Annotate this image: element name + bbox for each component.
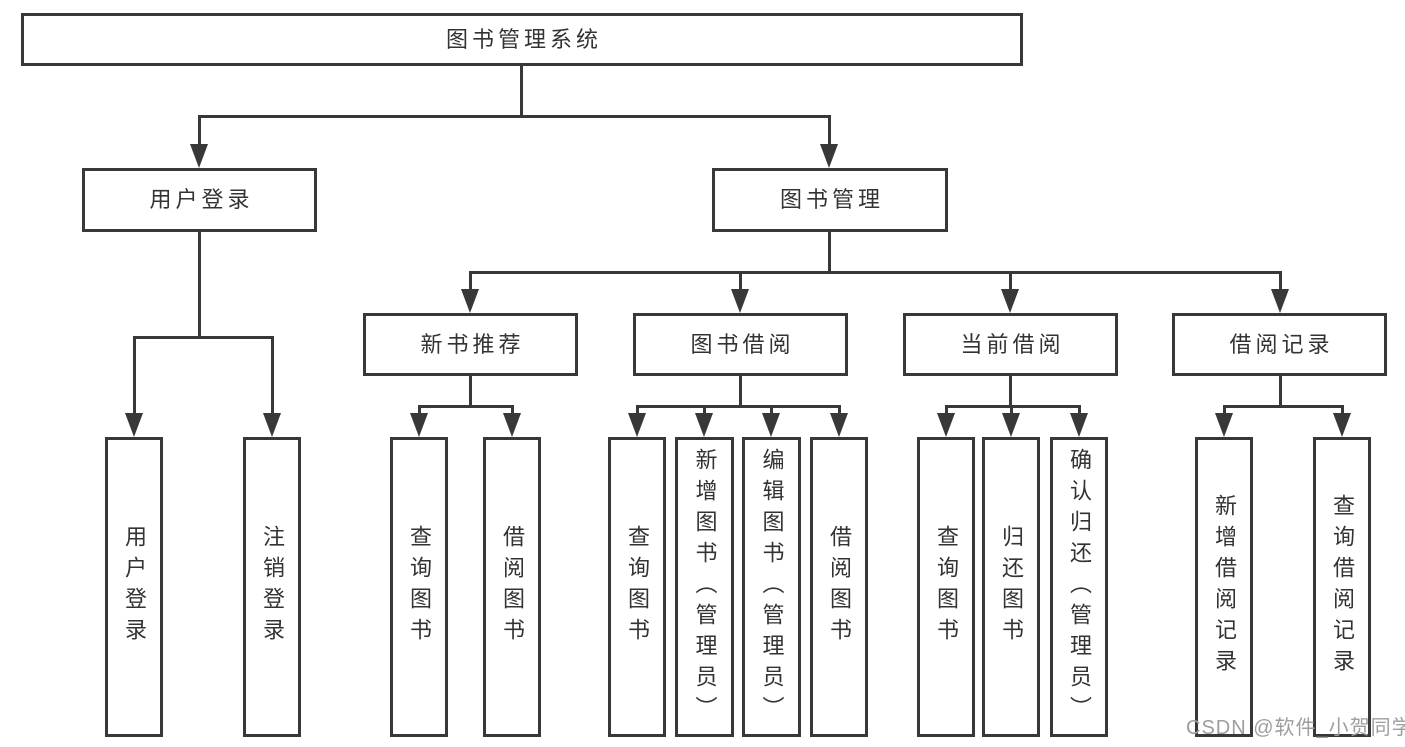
connector-line (197, 115, 201, 148)
connector-line (1340, 405, 1344, 419)
connector-line (1009, 405, 1013, 419)
connector-line (827, 115, 831, 148)
node-label: 确认归还（管理员） (1067, 447, 1092, 727)
connector-line (738, 271, 742, 295)
arrowhead-down-icon (1001, 289, 1019, 313)
node-label: 用户登录 (149, 187, 254, 212)
node-label: 借阅图书 (500, 525, 525, 649)
connector-line (1222, 405, 1226, 419)
connector-line (1222, 405, 1344, 408)
node-label: 查询图书 (407, 525, 432, 649)
arrowhead-down-icon (1271, 289, 1289, 313)
connector-line (769, 405, 773, 419)
connector-line (738, 376, 742, 408)
connector-line (1278, 376, 1282, 408)
node-label: 当前借阅 (960, 331, 1065, 357)
arrowhead-down-icon (1333, 413, 1351, 437)
node-leaf-add-borrow-rec: 新增借阅记录 (1195, 437, 1253, 737)
node-label: 新增借阅记录 (1212, 494, 1237, 680)
arrowhead-down-icon (830, 413, 848, 437)
connector-line (417, 405, 514, 408)
connector-line (1008, 376, 1012, 408)
arrowhead-down-icon (695, 413, 713, 437)
node-leaf-query-book-1: 查询图书 (390, 437, 448, 737)
node-leaf-borrow-book-2: 借阅图书 (810, 437, 868, 737)
node-label: 注销登录 (260, 525, 285, 649)
node-label: 编辑图书（管理员） (759, 447, 785, 727)
node-leaf-add-book: 新增图书（管理员） (675, 437, 734, 737)
arrowhead-down-icon (461, 289, 479, 313)
arrowhead-down-icon (1002, 413, 1020, 437)
connector-line (198, 115, 831, 118)
node-leaf-query-borrow-rec: 查询借阅记录 (1313, 437, 1371, 737)
connector-line (944, 405, 948, 419)
node-label: 查询图书 (934, 525, 959, 649)
node-borrow-records: 借阅记录 (1172, 313, 1387, 376)
node-root: 图书管理系统 (21, 13, 1023, 66)
connector-line (197, 232, 201, 339)
node-label: 查询借阅记录 (1330, 494, 1355, 680)
connector-line (635, 405, 639, 419)
arrowhead-down-icon (1215, 413, 1233, 437)
connector-line (468, 271, 1282, 274)
node-label: 新书推荐 (420, 331, 525, 357)
node-leaf-borrow-book-1: 借阅图书 (483, 437, 541, 737)
arrowhead-down-icon (731, 289, 749, 313)
node-label: 查询图书 (625, 525, 650, 649)
arrowhead-down-icon (410, 413, 428, 437)
arrowhead-down-icon (628, 413, 646, 437)
connector-line (837, 405, 841, 419)
connector-line (270, 336, 274, 419)
connector-line (827, 232, 831, 274)
connector-line (944, 405, 1081, 408)
connector-line (510, 405, 514, 419)
node-label: 新增图书（管理员） (692, 447, 718, 727)
node-leaf-confirm-return: 确认归还（管理员） (1050, 437, 1108, 737)
connector-line (1278, 271, 1282, 295)
node-book-borrow: 图书借阅 (633, 313, 848, 376)
connector-line (468, 271, 472, 295)
node-label: 图书借阅 (690, 331, 795, 357)
connector-line (468, 376, 472, 408)
node-book-mgmt: 图书管理 (712, 168, 948, 232)
node-leaf-return-book: 归还图书 (982, 437, 1040, 737)
node-new-book-rec: 新书推荐 (363, 313, 578, 376)
arrowhead-down-icon (125, 413, 143, 437)
connector-line (519, 66, 523, 118)
node-user-login: 用户登录 (82, 168, 317, 232)
arrowhead-down-icon (937, 413, 955, 437)
connector-line (1077, 405, 1081, 419)
node-label: 借阅记录 (1229, 331, 1334, 357)
connector-line (635, 405, 841, 408)
arrowhead-down-icon (1070, 413, 1088, 437)
arrowhead-down-icon (820, 144, 838, 168)
connector-line (417, 405, 421, 419)
node-leaf-query-book-3: 查询图书 (917, 437, 975, 737)
node-leaf-user-login: 用户登录 (105, 437, 163, 737)
node-label: 借阅图书 (827, 525, 852, 649)
connector-line (132, 336, 136, 419)
node-current-borrow: 当前借阅 (903, 313, 1118, 376)
node-label: 图书管理系统 (445, 26, 602, 52)
arrowhead-down-icon (263, 413, 281, 437)
arrowhead-down-icon (190, 144, 208, 168)
node-leaf-edit-book: 编辑图书（管理员） (742, 437, 801, 737)
connector-line (1008, 271, 1012, 295)
csdn-watermark: CSDN @软件_小贺同学 (1186, 717, 1405, 739)
node-label: 用户登录 (122, 525, 147, 649)
connector-line (132, 336, 274, 339)
connector-line (702, 405, 706, 419)
arrowhead-down-icon (503, 413, 521, 437)
arrowhead-down-icon (762, 413, 780, 437)
node-label: 图书管理 (779, 187, 884, 212)
node-leaf-logout: 注销登录 (243, 437, 301, 737)
node-leaf-query-book-2: 查询图书 (608, 437, 666, 737)
node-label: 归还图书 (999, 525, 1024, 649)
